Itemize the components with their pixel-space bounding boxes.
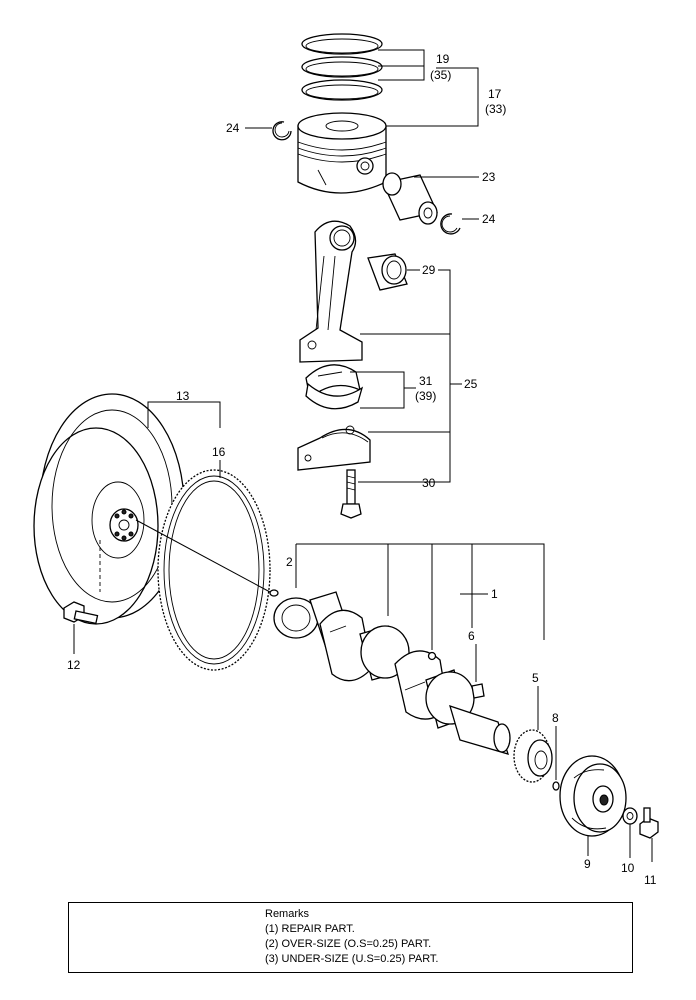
callout-31: 31	[419, 374, 433, 388]
piston-pin	[382, 172, 438, 225]
callout-5: 5	[532, 671, 539, 685]
callout-labels: 19 (35) 17 (33) 24 23 24 29 31 (39) 25 1…	[67, 52, 657, 887]
callout-17: 17	[488, 87, 502, 101]
leader-lines	[73, 49, 653, 862]
ring-gear	[157, 469, 271, 671]
connecting-rod-bolt	[340, 469, 362, 519]
crankshaft-pulley	[559, 755, 627, 837]
crankshaft	[273, 591, 511, 755]
connecting-rod-cap	[297, 425, 371, 471]
plug	[427, 651, 437, 661]
connecting-rod	[299, 220, 363, 363]
remarks-box: Remarks (1) REPAIR PART. (2) OVER-SIZE (…	[68, 902, 633, 973]
callout-30: 30	[422, 476, 436, 490]
small-end-bushing	[367, 253, 408, 291]
woodruff-key	[471, 683, 485, 699]
callout-19: 19	[436, 52, 450, 66]
callout-2: 2	[286, 555, 293, 569]
callout-6: 6	[468, 629, 475, 643]
callout-1: 1	[491, 587, 498, 601]
callout-33: (33)	[485, 102, 506, 116]
callout-25: 25	[464, 377, 478, 391]
callout-39: (39)	[415, 389, 436, 403]
flywheel-bolt	[63, 601, 99, 625]
callout-11: 11	[644, 873, 657, 887]
bearing-shell-lower	[305, 382, 364, 410]
callout-16: 16	[212, 445, 226, 459]
piston-rings	[301, 33, 383, 101]
piston	[297, 112, 387, 194]
remarks-line-3: (3) UNDER-SIZE (U.S=0.25) PART.	[265, 953, 439, 965]
pulley-bolt	[639, 807, 659, 839]
flywheel	[33, 393, 185, 625]
snap-ring-right	[440, 213, 461, 235]
remarks-line-2: (2) OVER-SIZE (O.S=0.25) PART.	[265, 938, 432, 950]
dowel-pin	[269, 589, 279, 597]
callout-35: (35)	[430, 68, 451, 82]
remarks-line-1: (1) REPAIR PART.	[265, 923, 355, 935]
remarks-title: Remarks	[265, 908, 310, 920]
callout-9: 9	[584, 857, 591, 871]
callout-24-left: 24	[226, 121, 240, 135]
crankshaft-gear	[513, 729, 553, 783]
callout-10: 10	[621, 861, 635, 875]
callout-8: 8	[552, 711, 559, 725]
callout-23: 23	[482, 170, 496, 184]
key-pin	[552, 781, 560, 791]
callout-13: 13	[176, 389, 190, 403]
callout-29: 29	[422, 263, 436, 277]
snap-ring-left	[272, 121, 292, 141]
callout-24-right: 24	[482, 212, 496, 226]
washer	[622, 807, 638, 825]
callout-12: 12	[67, 658, 81, 672]
